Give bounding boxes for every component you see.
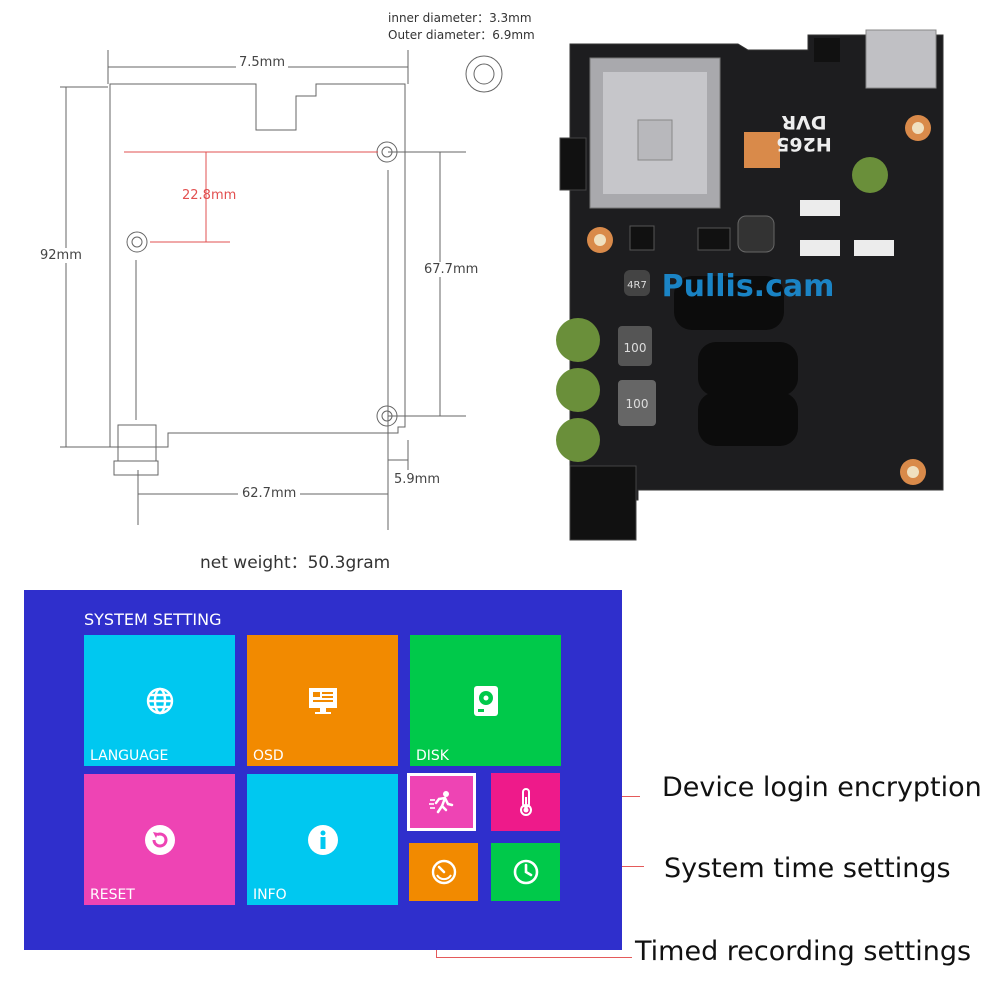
tile-thermometer[interactable] — [491, 773, 560, 831]
tile-label-reset: RESET — [90, 887, 135, 903]
outer-diameter-text: Outer diameter：6.9mm — [388, 28, 535, 42]
tile-device-login[interactable] — [407, 773, 476, 831]
callout-line-time — [622, 866, 644, 867]
inductor-label-4r7: 4R7 — [627, 280, 647, 291]
tile-info[interactable]: INFO — [247, 774, 398, 905]
reset-icon — [144, 824, 175, 855]
running-man-icon — [428, 791, 453, 814]
callout-line-recording-v — [436, 950, 437, 958]
pcb-board-photo: 4R7 100 100 H265 DVR Pullis.cam — [556, 29, 944, 541]
system-setting-screen: SYSTEM SETTING LANGUAGE OSD — [24, 590, 622, 950]
dim-height-left: 92mm — [40, 248, 82, 263]
watermark-text: Pullis.cam — [662, 269, 835, 304]
thermometer-icon — [519, 788, 532, 816]
tile-label-osd: OSD — [253, 748, 284, 764]
dim-hole-spacing: 67.7mm — [424, 262, 479, 277]
callout-line-login — [622, 796, 640, 797]
monitor-icon — [308, 687, 337, 714]
hole-specs: inner diameter：3.3mm Outer diameter：6.9m… — [388, 10, 535, 44]
net-weight: net weight：50.3gram — [200, 553, 391, 573]
inductor-label-100b: 100 — [626, 397, 649, 411]
hard-disk-icon — [473, 685, 498, 716]
dim-hole-offset: 22.8mm — [182, 188, 237, 203]
tile-disk[interactable]: DISK — [410, 635, 561, 766]
gauge-icon — [431, 859, 456, 885]
callout-system-time: System time settings — [664, 853, 951, 884]
inductor-label-100a: 100 — [624, 341, 647, 355]
dim-bottom-right: 5.9mm — [394, 472, 441, 487]
info-icon — [307, 824, 338, 855]
dim-bottom-width: 62.7mm — [238, 486, 301, 501]
callout-timed-recording: Timed recording settings — [635, 936, 972, 967]
callout-line-recording-h — [436, 957, 632, 958]
tile-timed-recording[interactable] — [409, 843, 478, 901]
tile-system-time[interactable] — [491, 843, 560, 901]
inner-diameter-text: inner diameter：3.3mm — [388, 11, 532, 25]
tile-label-language: LANGUAGE — [90, 748, 169, 764]
tile-reset[interactable]: RESET — [84, 774, 235, 905]
tile-language[interactable]: LANGUAGE — [84, 635, 235, 766]
clock-icon — [513, 859, 538, 885]
screen-title: SYSTEM SETTING — [84, 610, 222, 629]
tile-osd[interactable]: OSD — [247, 635, 398, 766]
tile-label-info: INFO — [253, 887, 287, 903]
board-label-h265: H265 — [776, 133, 832, 155]
globe-icon — [146, 687, 173, 714]
dim-width-top: 7.5mm — [236, 55, 289, 70]
callout-device-login: Device login encryption — [662, 772, 982, 803]
tile-label-disk: DISK — [416, 748, 449, 764]
board-label-dvr: DVR — [781, 111, 826, 133]
